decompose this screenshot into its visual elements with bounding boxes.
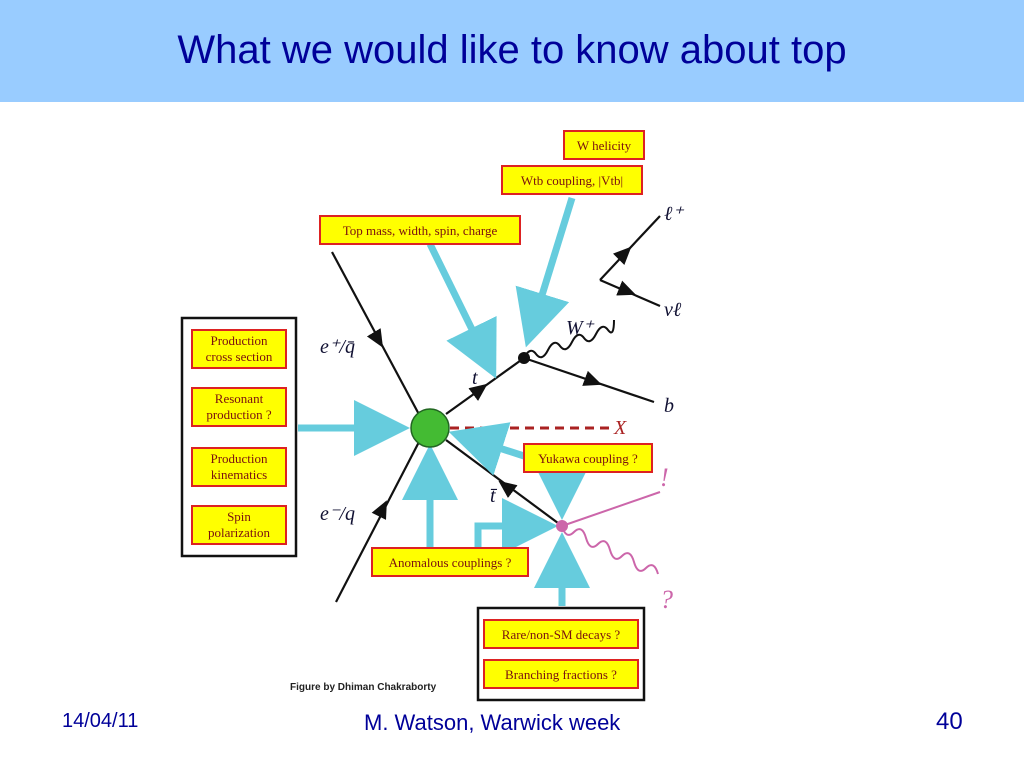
rare-decay-line xyxy=(561,491,661,527)
svg-text:W helicity: W helicity xyxy=(577,138,632,153)
b-quark-arrow xyxy=(582,370,602,386)
svg-text:cross section: cross section xyxy=(206,349,273,364)
svg-text:kinematics: kinematics xyxy=(211,467,267,482)
svg-text:polarization: polarization xyxy=(208,525,271,540)
anomalous-arrow-decay xyxy=(474,498,558,554)
svg-text:Wtb coupling, |Vtb|: Wtb coupling, |Vtb| xyxy=(521,173,623,188)
neutrino-arrow xyxy=(616,280,636,296)
footer-author: M. Watson, Warwick week xyxy=(364,710,621,735)
slide-title: What we would like to know about top xyxy=(177,28,847,72)
svg-text:Resonant: Resonant xyxy=(215,391,264,406)
lepton-arrow xyxy=(613,246,632,265)
label-rare-decays: Rare/non-SM decays ? xyxy=(483,619,639,649)
svg-text:Branching fractions ?: Branching fractions ? xyxy=(505,667,617,682)
production-group-frame xyxy=(180,316,298,558)
antitop-arrow xyxy=(498,480,518,498)
label-question: ? xyxy=(660,585,673,614)
label-resonant-production: Resonant production ? xyxy=(191,387,287,427)
label-w-helicity: W helicity xyxy=(563,130,645,160)
label-e-plus-qbar: e⁺/q̄ xyxy=(320,336,355,358)
label-x: X xyxy=(613,417,627,439)
rare-decay-wavy-line xyxy=(561,525,659,575)
figure-credit: Figure by Dhiman Chakraborty xyxy=(290,682,437,693)
label-b: b xyxy=(664,395,674,417)
label-wtb-coupling: Wtb coupling, |Vtb| xyxy=(501,165,643,195)
yukawa-arrow xyxy=(448,422,526,476)
incoming-e-minus-arrow xyxy=(371,500,387,520)
top-decay-vertex xyxy=(518,352,530,364)
label-anomalous-couplings: Anomalous couplings ? xyxy=(371,547,529,577)
label-exclaim: ! xyxy=(660,463,669,492)
w-boson-line xyxy=(523,319,615,359)
label-w-plus: W⁺ xyxy=(566,317,595,339)
svg-text:Anomalous couplings ?: Anomalous couplings ? xyxy=(389,555,512,570)
top-arrow xyxy=(468,383,488,401)
label-e-minus-q: e⁻/q xyxy=(320,503,355,525)
title-bar xyxy=(0,0,1024,102)
decays-group-frame xyxy=(476,606,646,702)
label-spin-polarization: Spin polarization xyxy=(191,505,287,545)
antitop-decay-vertex xyxy=(556,520,568,532)
svg-text:Yukawa coupling ?: Yukawa coupling ? xyxy=(538,451,638,466)
wtb-arrow xyxy=(515,196,576,348)
label-yukawa-coupling: Yukawa coupling ? xyxy=(523,443,653,473)
label-neutrino: νℓ xyxy=(664,299,682,321)
production-vertex xyxy=(410,408,450,448)
svg-text:Production: Production xyxy=(210,451,268,466)
svg-text:Top mass, width, spin, charge: Top mass, width, spin, charge xyxy=(343,223,498,238)
label-lepton: ℓ⁺ xyxy=(664,203,684,225)
label-tbar: t̄ xyxy=(490,485,497,507)
label-branching-fractions: Branching fractions ? xyxy=(483,659,639,689)
label-top-properties: Top mass, width, spin, charge xyxy=(319,215,521,245)
incoming-e-plus-arrow xyxy=(366,328,384,348)
svg-text:production ?: production ? xyxy=(206,407,272,422)
label-production-kinematics: Production kinematics xyxy=(191,447,287,487)
label-t: t xyxy=(472,367,478,389)
top-props-arrow xyxy=(426,242,497,379)
svg-text:Spin: Spin xyxy=(227,509,251,524)
footer-page-number: 40 xyxy=(936,708,963,735)
svg-text:Production: Production xyxy=(210,333,268,348)
label-production-cross-section: Production cross section xyxy=(191,329,287,369)
footer-date: 14/04/11 xyxy=(62,710,139,732)
svg-text:Rare/non-SM decays ?: Rare/non-SM decays ? xyxy=(502,627,621,642)
